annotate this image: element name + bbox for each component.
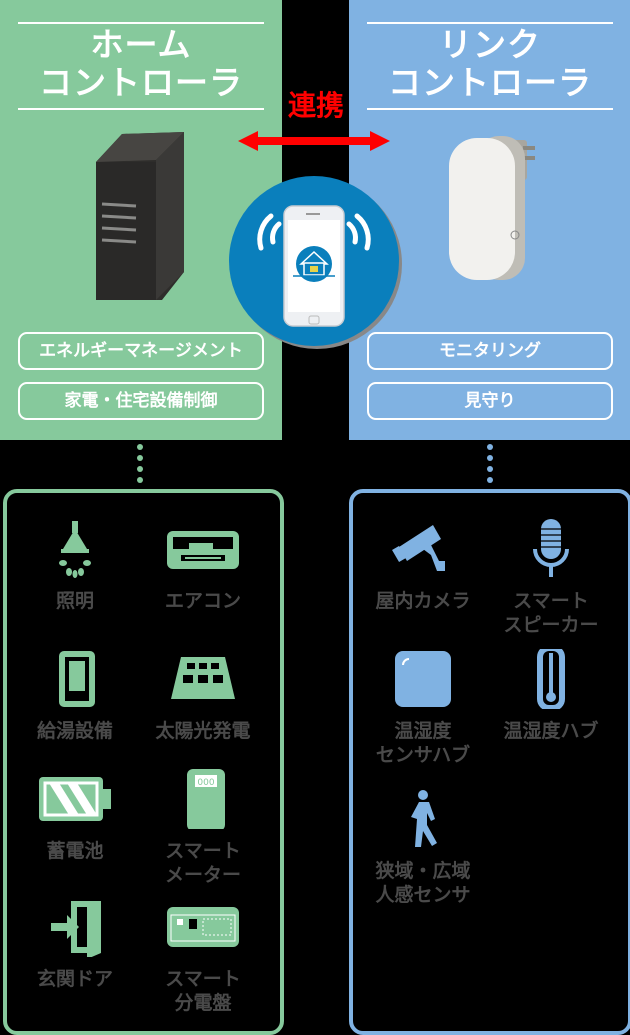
link-controller-title: リンク コントローラ [349, 26, 630, 102]
water-heater-icon [59, 651, 95, 707]
device-label: スマート メーター [164, 840, 241, 886]
distribution-board-icon [167, 907, 239, 947]
device-label: エアコン [164, 590, 241, 612]
home-controller-title: ホーム コントローラ [0, 26, 282, 102]
sensor-hub-icon [395, 651, 451, 707]
home-controller-device-icon [96, 132, 184, 300]
home-devices-box: 照明 エアコン 給湯設備 太陽光発電 [3, 489, 284, 1035]
device-smart-speaker: スマート スピーカー [491, 519, 611, 637]
right-dotted-connector [487, 444, 493, 488]
device-label: 蓄電池 [46, 840, 104, 862]
microphone-icon [533, 519, 569, 577]
device-solar: 太陽光発電 [143, 649, 263, 743]
link-controller-panel: リンク コントローラ モニタリング 見守り [349, 0, 630, 440]
device-label: 給湯設備 [36, 720, 113, 742]
smartphone-app-circle [229, 176, 399, 346]
device-label: スマート 分電盤 [165, 968, 241, 1014]
device-label: 玄関ドア [36, 968, 113, 990]
device-water-heater: 給湯設備 [15, 649, 135, 743]
air-conditioner-icon [167, 531, 239, 569]
device-label: 屋内カメラ [375, 590, 471, 612]
title-line-1: リンク [439, 25, 541, 64]
device-label: 太陽光発電 [155, 720, 251, 742]
ceiling-light-icon [59, 521, 91, 578]
title-rule-bottom [18, 108, 264, 110]
smartphone-home-app-icon [257, 205, 371, 327]
device-battery: 蓄電池 [15, 769, 135, 863]
title-line-2: コントローラ [39, 63, 243, 102]
link-devices-box: 屋内カメラ スマート スピーカー 温湿度 センサハブ 温湿度ハブ 狭域・ [349, 489, 630, 1035]
walking-person-icon [411, 790, 437, 847]
device-label: 照明 [55, 590, 94, 612]
security-camera-icon [392, 525, 445, 571]
feature-monitoring: モニタリング [367, 332, 613, 370]
device-indoor-camera: 屋内カメラ [363, 519, 483, 613]
device-label: スマート スピーカー [503, 590, 599, 636]
device-label: 温湿度ハブ [503, 720, 599, 742]
entrance-door-icon [51, 901, 101, 959]
double-arrow-icon [238, 131, 390, 151]
link-label: 連携 [287, 89, 344, 122]
title-rule-top [18, 22, 264, 24]
device-thermo-hub: 温湿度ハブ [491, 645, 611, 743]
device-label: 温湿度 センサハブ [375, 720, 471, 766]
left-dotted-connector [137, 444, 143, 488]
home-controller-panel: ホーム コントローラ エネルギーマネージメント 家電・住宅設備制御 [0, 0, 282, 440]
title-rule-top [367, 22, 613, 24]
device-air-conditioner: エアコン [143, 519, 263, 613]
feature-energy-management: エネルギーマネージメント [18, 332, 264, 370]
thermometer-icon [537, 645, 565, 711]
solar-panel-icon [171, 657, 235, 699]
title-line-1: ホーム [90, 25, 192, 64]
title-line-2: コントローラ [388, 63, 592, 102]
device-lighting: 照明 [15, 519, 135, 613]
device-distribution-board: スマート 分電盤 [143, 897, 263, 1015]
feature-appliance-control: 家電・住宅設備制御 [18, 382, 264, 420]
device-sensor-hub: 温湿度 センサハブ [363, 649, 483, 767]
smart-meter-icon: 000 [187, 769, 225, 831]
feature-watching: 見守り [367, 382, 613, 420]
link-controller-device-icon [449, 136, 535, 280]
device-smart-meter: 000 スマート メーター [143, 769, 263, 887]
device-label: 狭域・広域 人感センサ [375, 860, 471, 906]
svg-text:000: 000 [197, 778, 214, 788]
device-entrance-door: 玄関ドア [15, 897, 135, 991]
title-rule-bottom [367, 108, 613, 110]
device-motion-sensor: 狭域・広域 人感センサ [363, 789, 483, 907]
battery-icon [39, 777, 111, 821]
